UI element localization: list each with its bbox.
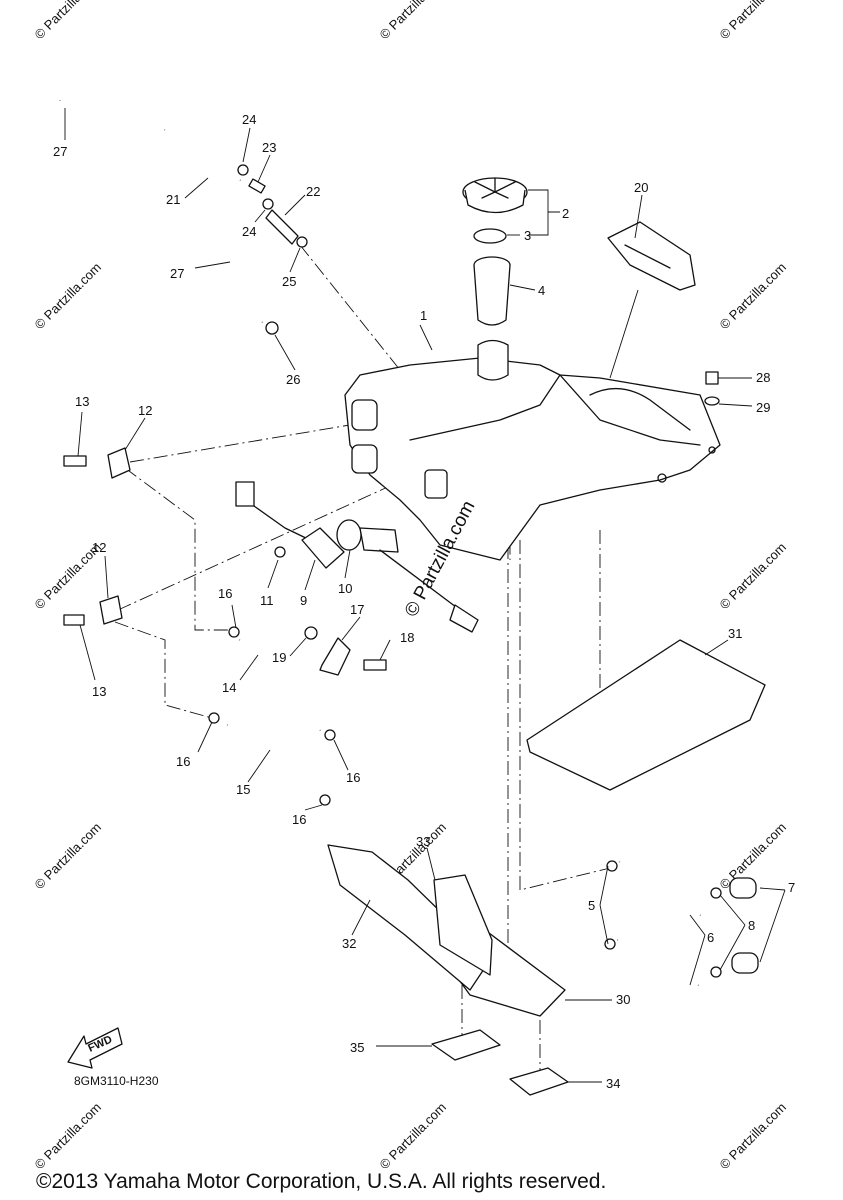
callout-26: 26 bbox=[286, 372, 300, 387]
fuel-sender bbox=[235, 481, 479, 633]
watermark: © Partzilla.com bbox=[32, 1100, 105, 1173]
fuel-cock-lower bbox=[63, 595, 123, 626]
callout-29: 29 bbox=[756, 400, 770, 415]
callout-22: 22 bbox=[306, 184, 320, 199]
callout-3: 3 bbox=[524, 228, 531, 243]
pad-35 bbox=[431, 1029, 501, 1061]
callout-34: 34 bbox=[606, 1076, 620, 1091]
callout-28: 28 bbox=[756, 370, 770, 385]
clip bbox=[319, 794, 331, 806]
callout-21: 21 bbox=[166, 192, 180, 207]
fuel-tank bbox=[344, 339, 721, 561]
pad-34 bbox=[509, 1067, 569, 1096]
callout-4: 4 bbox=[538, 283, 545, 298]
cover-32 bbox=[327, 844, 491, 991]
heat-protector-31 bbox=[526, 639, 766, 791]
diagram-code: 8GM3110-H230 bbox=[74, 1074, 159, 1088]
callout-24: 24 bbox=[242, 224, 256, 239]
callout-31: 31 bbox=[728, 626, 742, 641]
callout-25: 25 bbox=[282, 274, 296, 289]
watermark-grid: © Partzilla.com © Partzilla.com © Partzi… bbox=[32, 0, 790, 1172]
callout-8: 8 bbox=[748, 918, 755, 933]
callout-11: 11 bbox=[260, 593, 274, 608]
callout-2: 2 bbox=[562, 206, 569, 221]
watermark: © Partzilla.com bbox=[717, 260, 790, 333]
bracket bbox=[319, 637, 351, 676]
callout-16: 16 bbox=[176, 754, 190, 769]
callout-27: 27 bbox=[53, 144, 67, 159]
clip bbox=[228, 626, 240, 638]
callout-12: 12 bbox=[92, 540, 106, 555]
watermark: © Partzilla.com bbox=[32, 820, 105, 893]
callout-33: 33 bbox=[416, 834, 430, 849]
breather-fittings bbox=[237, 164, 308, 335]
watermark: © Partzilla.com bbox=[32, 0, 105, 42]
callout-16: 16 bbox=[292, 812, 306, 827]
cover-33 bbox=[433, 874, 493, 976]
callout-20: 20 bbox=[634, 180, 648, 195]
callout-12: 12 bbox=[138, 403, 152, 418]
callout-15: 15 bbox=[236, 782, 250, 797]
callout-27: 27 bbox=[170, 266, 184, 281]
callout-16: 16 bbox=[218, 586, 232, 601]
callout-35: 35 bbox=[350, 1040, 364, 1055]
callout-19: 19 bbox=[272, 650, 286, 665]
watermark: © Partzilla.com bbox=[377, 0, 450, 42]
fuel-hose-14-inner bbox=[239, 637, 322, 732]
callout-30: 30 bbox=[616, 992, 630, 1007]
tank-handle bbox=[607, 221, 696, 291]
callout-1: 1 bbox=[420, 308, 427, 323]
watermark: © Partzilla.com bbox=[377, 1100, 450, 1173]
fuel-hose-15-inner bbox=[227, 722, 327, 800]
watermark: © Partzilla.com bbox=[32, 260, 105, 333]
leader-lines bbox=[64, 108, 786, 1083]
fuel-filter-group bbox=[604, 859, 759, 987]
cap-gasket bbox=[473, 228, 507, 244]
fuel-cock-upper bbox=[63, 447, 131, 479]
watermark: © Partzilla.com bbox=[717, 0, 790, 42]
callout-14: 14 bbox=[222, 680, 236, 695]
callout-labels: 1 2 3 4 5 6 7 8 9 10 11 12 12 13 13 14 1… bbox=[53, 112, 795, 1091]
watermark: © Partzilla.com bbox=[717, 540, 790, 613]
callout-18: 18 bbox=[400, 630, 414, 645]
fuel-cap bbox=[462, 177, 528, 214]
callout-17: 17 bbox=[350, 602, 364, 617]
breather-hose bbox=[56, 73, 264, 325]
watermark: © Partzilla.com bbox=[717, 1100, 790, 1173]
callout-9: 9 bbox=[300, 593, 307, 608]
callout-13: 13 bbox=[92, 684, 106, 699]
fuel-strainer bbox=[473, 256, 511, 326]
fwd-arrow-icon: FWD bbox=[67, 1027, 123, 1069]
callout-32: 32 bbox=[342, 936, 356, 951]
callout-7: 7 bbox=[788, 880, 795, 895]
clip bbox=[208, 712, 220, 724]
callout-10: 10 bbox=[338, 581, 352, 596]
callout-13: 13 bbox=[75, 394, 89, 409]
callout-24: 24 bbox=[242, 112, 256, 127]
callout-5: 5 bbox=[588, 898, 595, 913]
nut bbox=[304, 626, 318, 640]
bolt bbox=[363, 659, 387, 671]
collar bbox=[705, 371, 719, 385]
callout-23: 23 bbox=[262, 140, 276, 155]
callout-6: 6 bbox=[707, 930, 714, 945]
clip bbox=[324, 729, 336, 741]
washer bbox=[704, 396, 720, 406]
callout-16: 16 bbox=[346, 770, 360, 785]
copyright-notice: ©2013 Yamaha Motor Corporation, U.S.A. A… bbox=[36, 1170, 606, 1193]
